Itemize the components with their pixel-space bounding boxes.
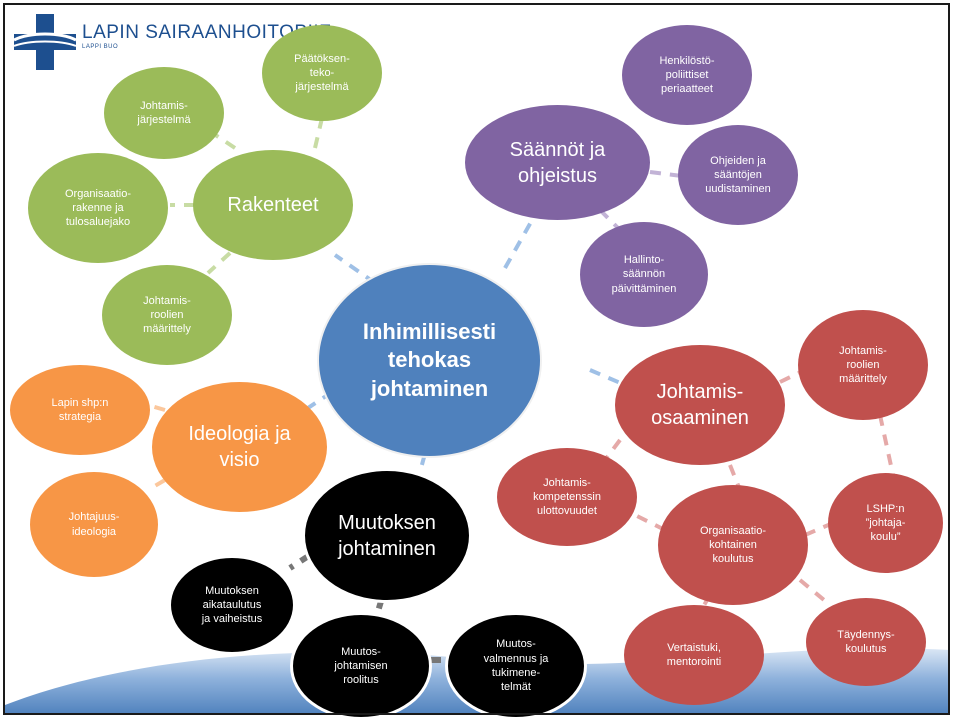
saannot-leaf-ohjeet-label: Ohjeiden ja sääntöjen uudistaminen: [705, 154, 771, 196]
connector-koulutus-lshp: [804, 518, 841, 537]
rakenteet-leaf-jarjestelma-label: Johtamis- järjestelmä: [137, 99, 191, 126]
connector-koulutus-kompetenssi: [624, 508, 666, 532]
connector-ideologia-strategia: [147, 403, 166, 412]
ideologia-leaf-johtajuus-label: Johtajuus- ideologia: [68, 511, 120, 538]
saannot-leaf-hallinto: Hallinto- säännön päivittäminen: [580, 222, 708, 327]
ideologia-hub-label: Ideologia ja visio: [188, 423, 291, 471]
muutos-leaf-aikataulu-label: Muutoksen aikataulutus ja vaiheistus: [201, 584, 263, 626]
connector-center-saannot: [503, 214, 537, 269]
connector-rakenteet-roolit: [206, 251, 232, 275]
muutos-leaf-valmennus-label: Muutos- valmennus ja tukimene- telmät: [483, 638, 549, 694]
osaaminen-leaf-kompetenssi-label: Johtamis- kompetenssin ulottovuudet: [533, 476, 601, 518]
connector-ideologia-johtajuus: [146, 478, 167, 492]
connector-koulutus-taydennys: [798, 578, 832, 607]
rakenteet-hub-label: Rakenteet: [227, 194, 319, 216]
center-topic: Inhimillisesti tehokas johtaminen: [317, 263, 542, 458]
rakenteet-leaf-organisaatio-label: Organisaatio- rakenne ja tulosaluejako: [64, 187, 132, 229]
osaaminen-leaf-roolit-label: Johtamis- roolien määrittely: [839, 344, 887, 386]
org-subtitle: LAPPI BUO: [82, 44, 119, 50]
ideologia-leaf-strategia-label: Lapin shp:n strategia: [51, 396, 109, 423]
osaaminen-leaf-taydennys-label: Täydennys- koulutus: [837, 628, 895, 655]
muutos-leaf-roolitus: Muutos- johtamisen roolitus: [290, 612, 432, 720]
osaaminen-hub-label: Johtamis- osaaminen: [651, 381, 749, 429]
connector-rakenteet-paatos: [313, 117, 324, 149]
saannot-leaf-hallinto-label: Hallinto- säännön päivittäminen: [611, 254, 677, 295]
osaaminen-leaf-koulutus: Organisaatio- kohtainen koulutus: [658, 485, 808, 605]
cross-logo-icon: [14, 14, 76, 70]
muutos-leaf-valmennus: Muutos- valmennus ja tukimene- telmät: [445, 612, 587, 720]
ideologia-hub: Ideologia ja visio: [152, 382, 327, 512]
rakenteet-leaf-paatoksenteko-label: Päätöksen- teko- järjestelmä: [294, 52, 350, 94]
muutos-leaf-aikataulu: Muutoksen aikataulutus ja vaiheistus: [168, 555, 296, 655]
saannot-hub-label: Säännöt ja ohjeistus: [509, 138, 606, 187]
rakenteet-hub: Rakenteet: [193, 150, 353, 260]
muutos-hub-label: Muutoksen johtaminen: [338, 511, 436, 560]
connector-center-osaaminen: [589, 368, 626, 387]
muutos-hub: Muutoksen johtaminen: [302, 468, 472, 603]
osaaminen-leaf-lshp: LSHP:n ”johtaja- koulu”: [828, 473, 943, 573]
rakenteet-leaf-roolit: Johtamis- roolien määrittely: [102, 265, 232, 365]
org-name: LAPIN SAIRAANHOITOPIIF: [82, 22, 332, 43]
saannot-hub: Säännöt ja ohjeistus: [465, 105, 650, 220]
rakenteet-leaf-jarjestelma: Johtamis- järjestelmä: [104, 67, 224, 159]
osaaminen-leaf-koulutus-label: Organisaatio- kohtainen koulutus: [699, 524, 767, 566]
saannot-leaf-henkilosto-label: Henkilöstö- poliittiset periaatteet: [659, 54, 715, 96]
osaaminen-leaf-kompetenssi: Johtamis- kompetenssin ulottovuudet: [497, 448, 637, 546]
osaaminen-leaf-lshp-label: LSHP:n ”johtaja- koulu”: [865, 502, 906, 544]
saannot-leaf-henkilosto: Henkilöstö- poliittiset periaatteet: [622, 25, 752, 125]
connector-saannot-ohjeet: [649, 170, 683, 178]
osaaminen-leaf-vertaistuki-label: Vertaistuki, mentorointi: [666, 641, 722, 668]
osaaminen-leaf-vertaistuki: Vertaistuki, mentorointi: [624, 605, 764, 705]
connector-roolit-lshp: [878, 414, 895, 476]
osaaminen-leaf-taydennys: Täydennys- koulutus: [806, 598, 926, 686]
center-label: Inhimillisesti tehokas johtaminen: [362, 318, 497, 401]
rakenteet-leaf-paatoksenteko: Päätöksen- teko- järjestelmä: [262, 25, 382, 121]
rakenteet-leaf-roolit-label: Johtamis- roolien määrittely: [143, 294, 191, 336]
rakenteet-leaf-organisaatio: Organisaatio- rakenne ja tulosaluejako: [28, 153, 168, 263]
osaaminen-hub: Johtamis- osaaminen: [615, 345, 785, 465]
ideologia-leaf-johtajuus: Johtajuus- ideologia: [30, 472, 158, 577]
saannot-leaf-ohjeet: Ohjeiden ja sääntöjen uudistaminen: [678, 125, 798, 225]
osaaminen-leaf-roolit: Johtamis- roolien määrittely: [798, 310, 928, 420]
ideologia-leaf-strategia: Lapin shp:n strategia: [10, 365, 150, 455]
muutos-leaf-roolitus-label: Muutos- johtamisen roolitus: [334, 645, 388, 687]
